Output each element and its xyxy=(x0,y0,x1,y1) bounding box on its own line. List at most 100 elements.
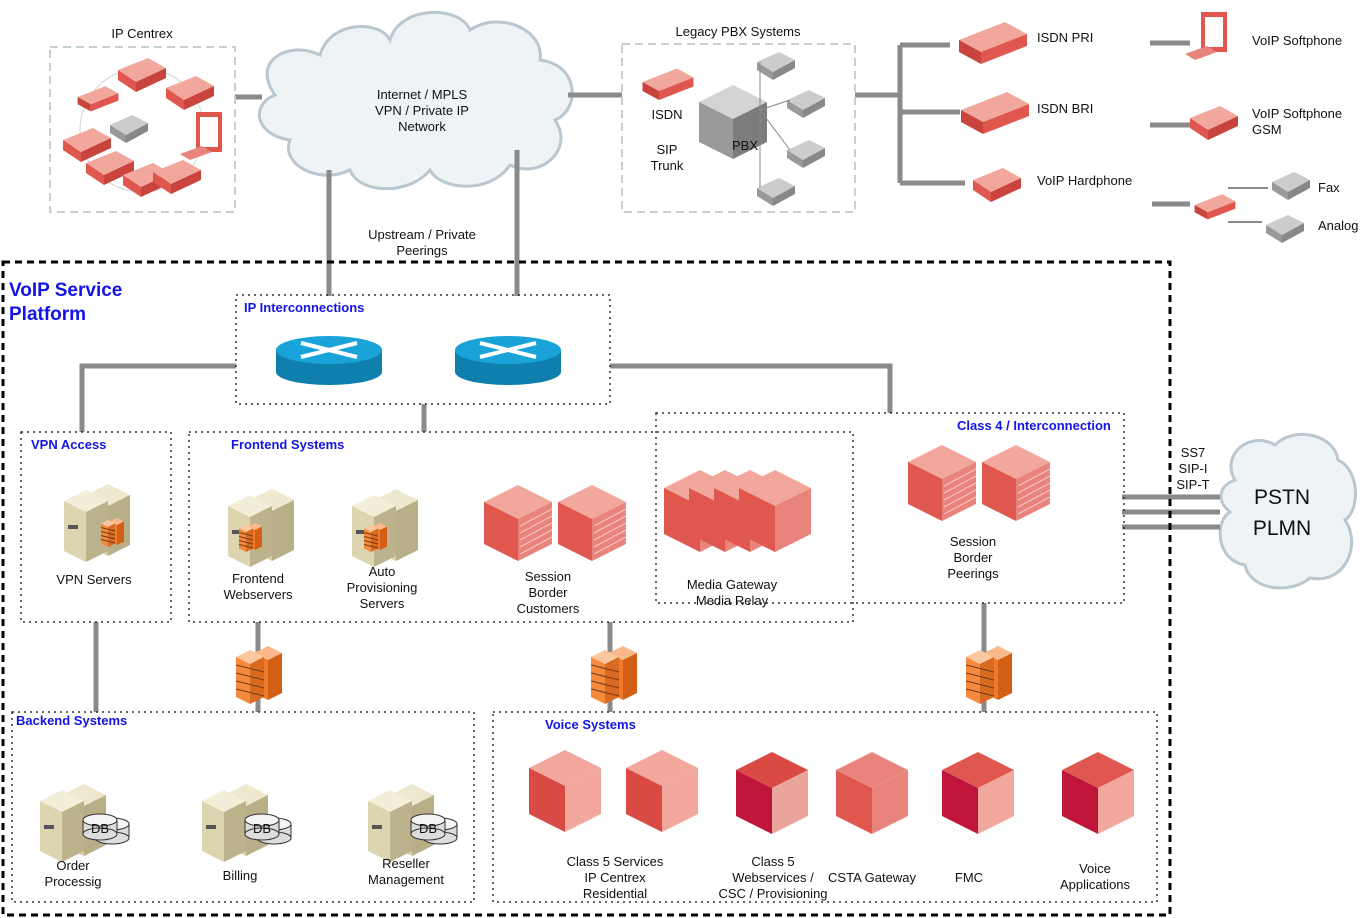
pstn-protocol-2: SIP-I xyxy=(1179,461,1208,476)
isdn-card-icon xyxy=(642,68,694,100)
sbc-customers-label-1: Session xyxy=(525,569,571,584)
voice-systems-title: Voice Systems xyxy=(545,717,636,732)
voip-softphone-icon xyxy=(1185,12,1227,60)
analog-adapter-icon xyxy=(1194,194,1236,220)
fax-label: Fax xyxy=(1318,180,1340,195)
pstn-label-2: PLMN xyxy=(1253,517,1311,540)
application-server-icon xyxy=(1062,752,1134,834)
frontend-webservers-label-1: Frontend xyxy=(232,571,284,586)
class4-title: Class 4 / Interconnection xyxy=(957,418,1111,433)
isdn-card-icon xyxy=(77,86,119,112)
sbc-peerings-label-3: Peerings xyxy=(947,566,999,581)
media-gateway-label-2: Media Relay xyxy=(696,593,769,608)
media-gateway-label-1: Media Gateway xyxy=(687,577,778,592)
backend-systems-title: Backend Systems xyxy=(16,713,127,728)
cloud-label-2: VPN / Private IP xyxy=(375,103,469,118)
pstn-protocol-3: SIP-T xyxy=(1176,477,1209,492)
db-icon: DB xyxy=(410,813,458,845)
analog-phone-icon xyxy=(1266,215,1304,243)
voip-softphone-gsm-label-2: GSM xyxy=(1252,122,1282,137)
vpn-servers-label: VPN Servers xyxy=(56,572,132,587)
softswitch-icon xyxy=(529,750,601,832)
pstn-label-1: PSTN xyxy=(1254,486,1310,509)
frontend-webservers-label-2: Webservers xyxy=(223,587,293,602)
section-boxes xyxy=(11,294,1158,903)
svg-text:PBX: PBX xyxy=(732,138,758,153)
voip-softphone-gsm-icon xyxy=(1190,106,1238,140)
pbx-link xyxy=(759,99,791,111)
class5-services-label-1: Class 5 Services xyxy=(567,854,664,869)
provisioning-system-icon xyxy=(736,752,808,834)
ip-centrex-box xyxy=(49,46,236,213)
sbc-customers-label-3: Customers xyxy=(517,601,580,616)
db-icon: DB xyxy=(244,813,292,845)
isdn-bri-card-icon xyxy=(961,92,1029,134)
order-label-1: Order xyxy=(56,858,90,873)
class4-box xyxy=(655,412,1125,604)
backend-systems-box xyxy=(11,711,475,903)
pbx-isdn-label: ISDN xyxy=(651,107,682,122)
class5-web-label-3: CSC / Provisioning xyxy=(718,886,827,901)
cloud-label-3: Network xyxy=(398,119,446,134)
order-label-2: Processig xyxy=(44,874,101,889)
auto-provisioning-label-2: Provisioning xyxy=(347,580,418,595)
isdn-bri-label: ISDN BRI xyxy=(1037,101,1093,116)
class5-services-label-3: Residential xyxy=(583,886,647,901)
reseller-label-2: Management xyxy=(368,872,444,887)
voice-systems-box xyxy=(492,711,1158,903)
auto-provisioning-label-3: Servers xyxy=(360,596,405,611)
pbx-link xyxy=(759,109,791,151)
media-gateway-icon xyxy=(739,470,811,552)
fmc-label: FMC xyxy=(955,870,983,885)
class5-services-label-2: IP Centrex xyxy=(584,870,646,885)
frontend-systems-title: Frontend Systems xyxy=(231,437,344,452)
csta-gateway-label: CSTA Gateway xyxy=(828,870,916,885)
signaling-gateway-icon xyxy=(836,752,908,834)
analog-phone-icon xyxy=(787,140,825,168)
fmc-controller-icon xyxy=(942,752,1014,834)
fax-icon xyxy=(1272,172,1310,200)
legacy-pbx-label: Legacy PBX Systems xyxy=(676,24,801,39)
analog-phone-icon xyxy=(787,90,825,118)
svg-text:DB: DB xyxy=(419,821,437,836)
vpn-access-title: VPN Access xyxy=(31,437,106,452)
voip-hardphone-icon xyxy=(973,168,1021,202)
voip-hardphone-label: VoIP Hardphone xyxy=(1037,173,1132,188)
pbx-sip-label-2: Trunk xyxy=(651,158,684,173)
ip-interconnections-title: IP Interconnections xyxy=(244,300,364,315)
firewall-icon xyxy=(590,646,637,704)
internet-cloud xyxy=(257,10,574,191)
softphone-monitor-icon xyxy=(180,112,222,160)
sbc-peerings-icon xyxy=(982,445,1051,521)
firewall-icon xyxy=(235,646,282,704)
reseller-label-1: Reseller xyxy=(382,856,430,871)
cloud-label-1: Internet / MPLS xyxy=(377,87,468,102)
sbc-peerings-label-2: Border xyxy=(953,550,993,565)
frontend-server-firewall-icon xyxy=(238,523,262,552)
sbc-customers-icon xyxy=(558,485,627,561)
svg-text:DB: DB xyxy=(253,821,271,836)
ip-phone-icon xyxy=(86,151,134,185)
vpn-firewall-icon xyxy=(100,518,124,547)
fax-icon xyxy=(110,115,148,143)
class5-web-label-1: Class 5 xyxy=(751,854,794,869)
pstn-protocol-1: SS7 xyxy=(1181,445,1206,460)
wifi-phone-icon xyxy=(153,160,201,194)
wifi-phone-icon xyxy=(166,76,214,110)
platform-title-2: Platform xyxy=(9,304,86,325)
pstn-cloud xyxy=(1218,432,1357,590)
legacy-pbx-box xyxy=(621,43,856,213)
billing-label: Billing xyxy=(223,868,258,883)
isdn-pri-label: ISDN PRI xyxy=(1037,30,1093,45)
frontend-systems-box xyxy=(188,431,854,623)
vpn-access-box xyxy=(20,431,172,623)
isdn-pri-card-icon xyxy=(959,22,1027,64)
pbx-sip-label-1: SIP xyxy=(657,142,678,157)
auto-provisioning-label-1: Auto xyxy=(369,564,396,579)
upstream-label-2: Peerings xyxy=(396,243,448,258)
billing-server-icon xyxy=(202,784,268,862)
class5-web-label-2: Webservices / xyxy=(732,870,814,885)
ip-interconnections-box xyxy=(235,294,611,405)
provisioning-server-firewall-icon xyxy=(363,523,387,552)
